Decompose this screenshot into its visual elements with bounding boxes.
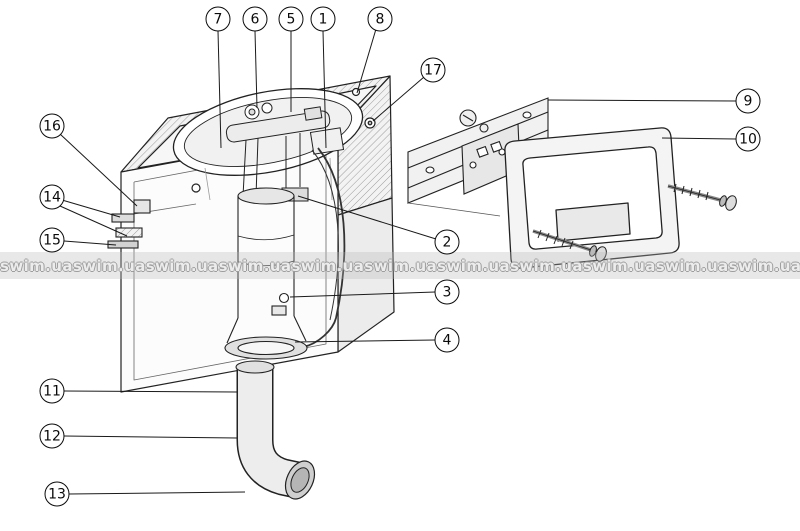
callout-9: 9 xyxy=(735,88,761,114)
watermark-text: swim.ua xyxy=(145,256,219,275)
callout-1: 1 xyxy=(310,6,336,32)
callout-3: 3 xyxy=(434,279,460,305)
callout-17: 17 xyxy=(420,57,446,83)
callout-15: 15 xyxy=(39,227,65,253)
callout-2: 2 xyxy=(434,229,460,255)
watermark-text: swim.ua xyxy=(0,256,73,275)
callout-16: 16 xyxy=(39,113,65,139)
watermark-text: swim.ua xyxy=(72,256,146,275)
callout-8: 8 xyxy=(367,6,393,32)
fixing-screws xyxy=(532,183,737,262)
watermark-text: swim.ua xyxy=(291,256,365,275)
watermark-text: swim.ua xyxy=(364,256,438,275)
watermark-text: swim.ua xyxy=(510,256,583,275)
callout-11: 11 xyxy=(39,378,65,404)
watermark-text: swim.ua xyxy=(582,256,656,275)
callout-6: 6 xyxy=(242,6,268,32)
leader-lines xyxy=(59,28,737,495)
watermark-text: swim.ua xyxy=(655,256,729,275)
callout-13: 13 xyxy=(44,481,70,507)
callout-10: 10 xyxy=(735,126,761,152)
callout-5: 5 xyxy=(278,6,304,32)
wall-fixing-brackets xyxy=(107,199,151,249)
watermark-text: swim.ua xyxy=(437,256,511,275)
mounting-rail xyxy=(407,97,549,217)
flush-bell xyxy=(224,187,308,360)
watermark-text: swim.ua xyxy=(728,256,800,275)
callout-4: 4 xyxy=(434,327,460,353)
callout-12: 12 xyxy=(39,423,65,449)
watermark-text: swim.ua xyxy=(218,256,292,275)
callout-14: 14 xyxy=(39,184,65,210)
callout-7: 7 xyxy=(205,6,231,32)
outlet-elbow-pipe xyxy=(235,360,316,500)
